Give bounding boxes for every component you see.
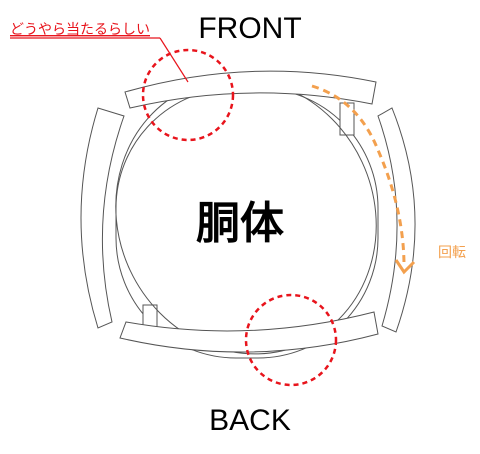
left-pad [80,107,125,329]
contact-marker-back [244,293,338,387]
note-pointer-diagonal [159,37,189,83]
contact-marker-front [141,48,235,142]
front-label: FRONT [198,12,301,45]
rotation-arrowhead-icon [394,259,416,275]
note-label: どうやら当たるらしい [10,22,150,38]
front-pad [124,70,377,109]
back-pad [119,311,379,353]
right-pad [377,107,416,333]
rotation-label: 回転 [438,245,466,261]
back-label: BACK [209,404,291,437]
rotation-arrow-icon [311,84,406,267]
body-label: 胴体 [196,198,284,249]
